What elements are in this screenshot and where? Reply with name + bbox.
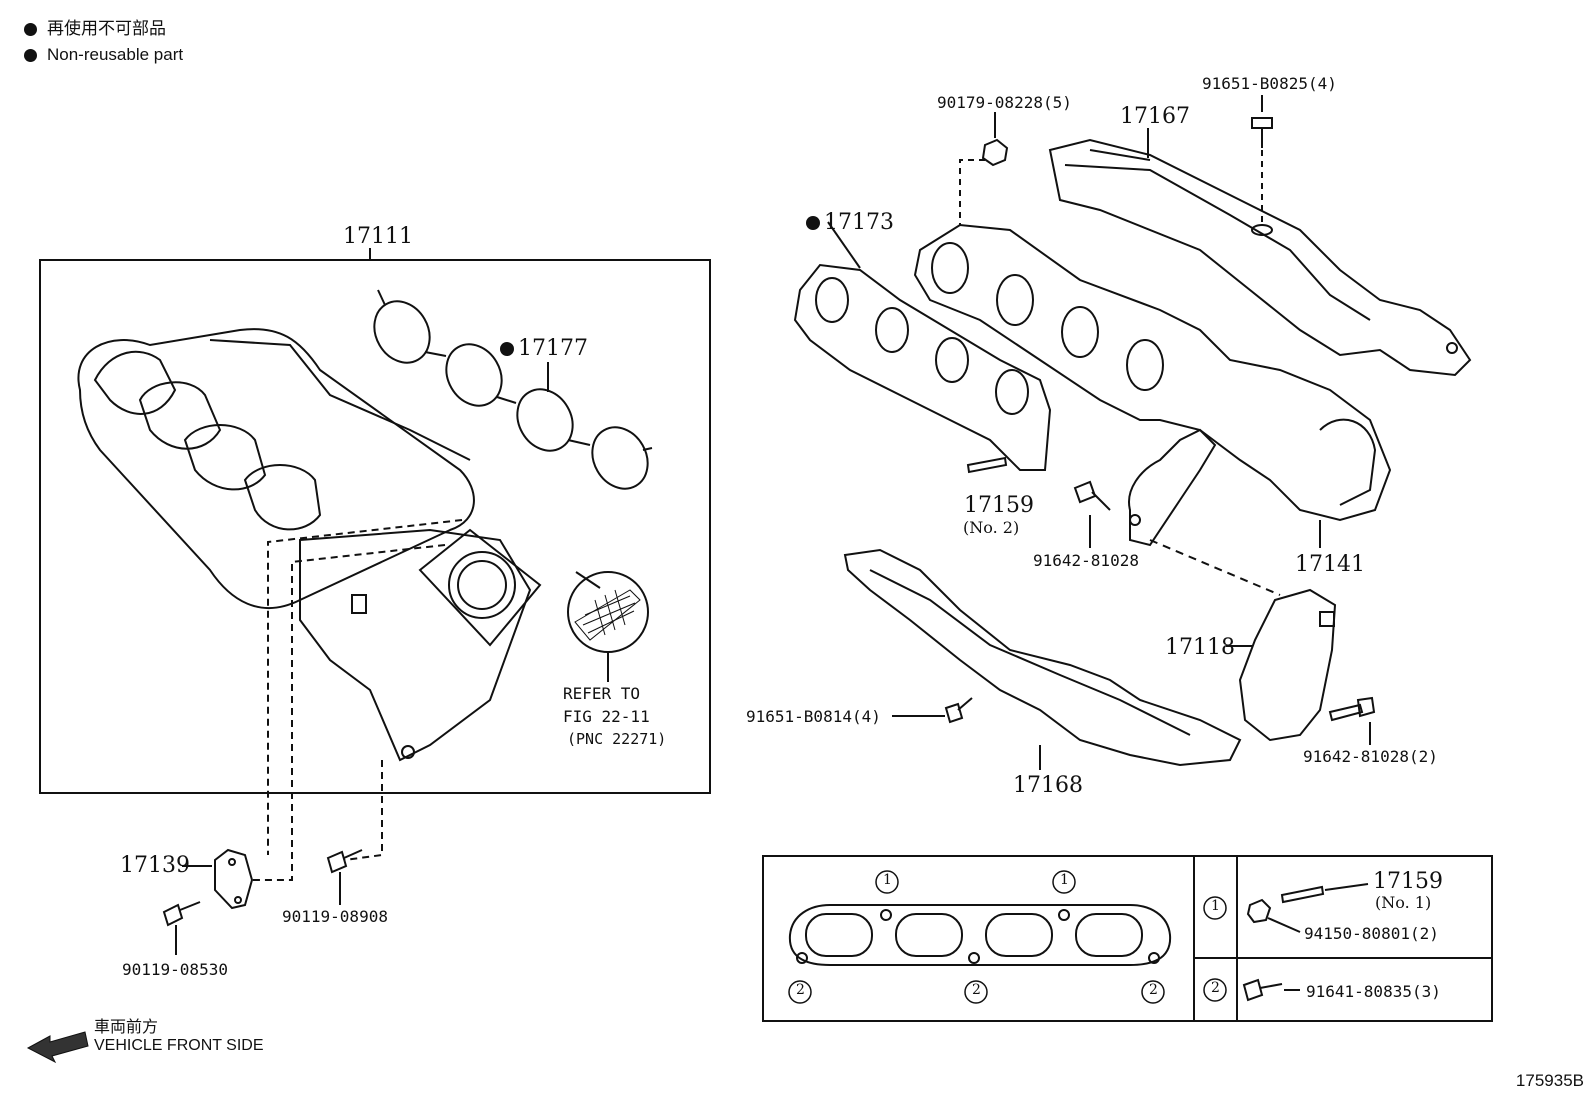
legend-en: Non-reusable part — [24, 44, 183, 66]
exhaust-manifold-17141-drawing — [913, 223, 1392, 548]
label-90119-08530: 90119-08530 — [122, 960, 228, 979]
label-94150-80801: 94150-80801(2) — [1304, 924, 1439, 943]
bolt-90119-08908-icon — [326, 849, 363, 905]
label-17177: 17177 — [500, 336, 588, 361]
non-reusable-dot-icon — [24, 48, 37, 62]
legend-jp: 再使用不可部品 — [24, 18, 166, 40]
label-17118: 17118 — [1165, 635, 1235, 660]
exhaust-gasket-17173-drawing — [793, 221, 1052, 471]
callout-2-c: 2 — [1149, 982, 1158, 998]
callout-circles — [788, 870, 1227, 1004]
label-17159-no2-sub: (No. 2) — [963, 518, 1020, 537]
bolt-91651-b0825-icon — [1251, 95, 1273, 236]
label-91651-b0825: 91651-B0825(4) — [1202, 74, 1337, 93]
bolt-90119-08530-icon — [162, 901, 201, 955]
label-17159-no1-sub: (No. 1) — [1375, 893, 1432, 912]
front-jp: 車両前方 — [94, 1019, 159, 1036]
refer-line-3: (PNC 22271) — [567, 730, 667, 748]
label-17159-no2: 17159 — [964, 493, 1034, 518]
label-90119-08908: 90119-08908 — [282, 907, 388, 926]
callout-2-a: 2 — [796, 982, 805, 998]
intake-gasket-drawing — [373, 289, 653, 490]
callout-2-b: 2 — [972, 982, 981, 998]
heat-insulator-17167-drawing — [1048, 128, 1472, 377]
bracket-17139-drawing — [182, 848, 254, 910]
vehicle-front-label: 車両前方 VEHICLE FRONT SIDE — [24, 1013, 264, 1055]
nut-90179-icon — [959, 112, 1009, 225]
bolt-91642-81028-2-icon — [1328, 696, 1376, 745]
bolt-91642-81028-icon — [1073, 480, 1111, 548]
label-91641-80835: 91641-80835(3) — [1306, 982, 1441, 1001]
dashed-leaders-left — [248, 519, 463, 881]
label-17159-no1: 17159 — [1373, 869, 1443, 894]
label-17168: 17168 — [1013, 773, 1083, 798]
label-90179-08228: 90179-08228(5) — [937, 93, 1072, 112]
intake-manifold-box — [39, 259, 711, 794]
non-reusable-dot-icon — [24, 22, 37, 36]
non-reusable-dot-icon — [500, 342, 514, 356]
bolt-91651-b0814-icon — [892, 697, 973, 724]
bracket-17118-drawing — [1128, 428, 1337, 742]
refer-line-1: REFER TO — [563, 684, 641, 703]
label-17141: 17141 — [1295, 552, 1365, 577]
label-17111: 17111 — [343, 224, 413, 249]
callout-1-row: 1 — [1211, 898, 1220, 914]
callout-1-a: 1 — [883, 872, 892, 888]
figure-code: 175935B — [1515, 1071, 1584, 1090]
vehicle-front-arrow-icon — [26, 1031, 89, 1064]
label-17139: 17139 — [120, 853, 190, 878]
stud-17159-icon — [966, 456, 1008, 474]
heat-insulator-17168-drawing — [843, 548, 1242, 770]
refer-mesh-icon — [567, 571, 649, 682]
label-91642-81028: 91642-81028 — [1033, 551, 1139, 570]
refer-line-2: FIG 22-11 — [563, 707, 650, 726]
front-en: VEHICLE FRONT SIDE — [94, 1037, 264, 1054]
intake-manifold-drawing — [77, 328, 542, 762]
label-17173: 17173 — [806, 210, 894, 235]
non-reusable-dot-icon — [806, 216, 820, 230]
detail-box — [762, 855, 1493, 1022]
label-17167: 17167 — [1120, 104, 1190, 129]
callout-1-b: 1 — [1060, 872, 1069, 888]
label-91642-81028-2: 91642-81028(2) — [1303, 747, 1438, 766]
callout-2-row: 2 — [1211, 980, 1220, 996]
label-91651-b0814: 91651-B0814(4) — [746, 707, 881, 726]
